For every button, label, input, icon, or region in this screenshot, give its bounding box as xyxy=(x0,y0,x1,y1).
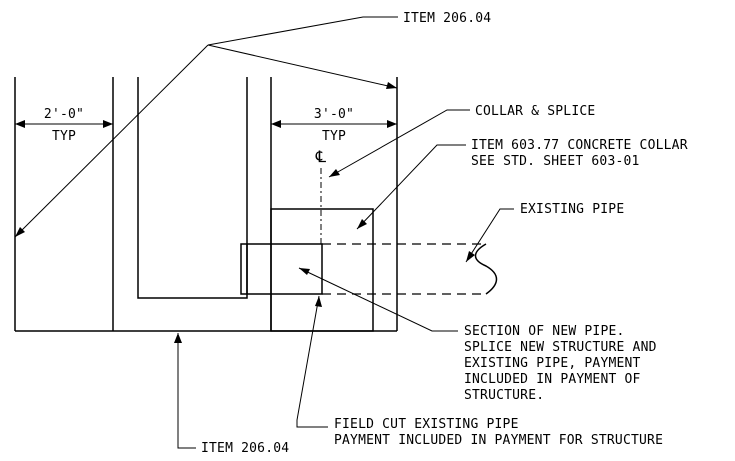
leader-concrete-collar xyxy=(356,144,466,230)
leader-item-top xyxy=(14,16,398,238)
label-item-bottom: ITEM 206.04 xyxy=(201,441,289,456)
label-concrete-collar-1: ITEM 603.77 CONCRETE COLLAR xyxy=(471,138,688,153)
section-line-5: STRUCTURE. xyxy=(464,388,544,403)
dim-left-value: 2'-0" xyxy=(44,107,84,122)
dim-right-value: 3'-0" xyxy=(314,107,354,122)
interior-wall xyxy=(137,77,248,299)
dim-right-arrow-l xyxy=(271,120,281,128)
dim-left-arrow-r xyxy=(103,120,113,128)
dim-left-typ: TYP xyxy=(52,129,76,144)
centerline-symbol: ℄ xyxy=(315,147,327,166)
leader-section-new-pipe xyxy=(298,267,458,332)
label-field-cut-1: FIELD CUT EXISTING PIPE xyxy=(334,417,519,432)
label-collar-splice: COLLAR & SPLICE xyxy=(475,104,595,119)
dim-left-arrow-l xyxy=(15,120,25,128)
leader-existing-pipe xyxy=(465,208,514,263)
label-field-cut-2: PAYMENT INCLUDED IN PAYMENT FOR STRUCTUR… xyxy=(334,433,663,448)
section-line-1: SECTION OF NEW PIPE. xyxy=(464,324,625,339)
existing-pipe xyxy=(322,243,498,295)
label-section-new-pipe: SECTION OF NEW PIPE. SPLICE NEW STRUCTUR… xyxy=(464,324,657,403)
dim-right-typ: TYP xyxy=(322,129,346,144)
dimension-left: 2'-0" TYP xyxy=(15,107,113,144)
leader-collar-splice xyxy=(328,109,470,178)
section-line-3: EXISTING PIPE, PAYMENT xyxy=(464,356,641,371)
label-item-top: ITEM 206.04 xyxy=(403,11,491,26)
label-concrete-collar-2: SEE STD. SHEET 603-01 xyxy=(471,154,640,169)
section-line-2: SPLICE NEW STRUCTURE AND xyxy=(464,340,657,355)
dimension-right: 3'-0" TYP xyxy=(271,107,397,144)
dim-right-arrow-r xyxy=(387,120,397,128)
section-line-4: INCLUDED IN PAYMENT OF xyxy=(464,372,641,387)
leader-field-cut xyxy=(296,295,328,428)
new-pipe-section xyxy=(240,243,323,295)
concrete-collar xyxy=(270,208,374,332)
pipe-break-symbol xyxy=(474,243,498,295)
label-existing-pipe: EXISTING PIPE xyxy=(520,202,624,217)
leader-item-bottom xyxy=(174,333,196,449)
new-pipe-rect xyxy=(240,243,323,295)
